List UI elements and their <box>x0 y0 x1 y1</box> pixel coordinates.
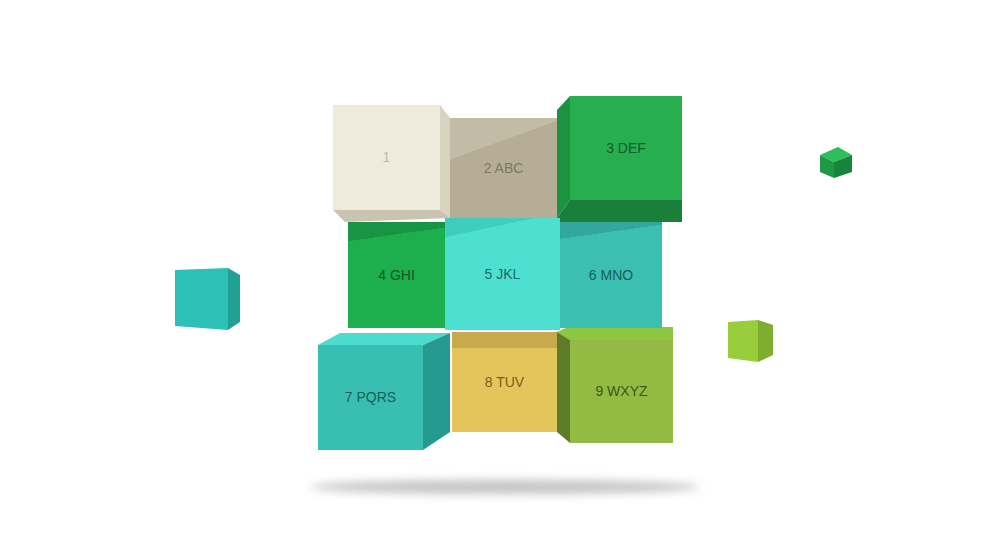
key-cube: 6 MNO <box>560 222 662 328</box>
key-label: 6 MNO <box>589 267 633 284</box>
floating-cube <box>820 155 834 178</box>
key-label: 9 WXYZ <box>595 383 647 400</box>
floating-cube <box>175 268 228 330</box>
cube-side <box>557 332 570 443</box>
key-label: 2 ABC <box>484 160 524 177</box>
floating-cube <box>228 268 240 330</box>
key-cube: 5 JKL <box>445 218 560 330</box>
key-label: 5 JKL <box>485 266 521 283</box>
key-cube: 9 WXYZ <box>570 340 673 443</box>
key-label: 1 <box>383 149 391 166</box>
key-cube: 3 DEF <box>570 96 682 200</box>
floating-cube <box>834 155 852 178</box>
key-cube: 2 ABC <box>450 118 557 218</box>
cube-side <box>423 333 450 450</box>
floating-cube <box>758 320 773 362</box>
ground-shadow <box>310 480 700 494</box>
key-cube: 1 <box>333 105 440 210</box>
key-cube: 8 TUV <box>452 332 557 432</box>
cube-side <box>557 96 570 218</box>
floating-cube <box>728 320 758 362</box>
key-label: 4 GHI <box>378 267 415 284</box>
key-cube: 7 PQRS <box>318 345 423 450</box>
cube-side <box>557 327 673 340</box>
key-cube: 4 GHI <box>348 222 445 328</box>
key-label: 7 PQRS <box>345 389 396 406</box>
cube-side <box>440 105 450 218</box>
cube-side <box>333 210 450 222</box>
cube-side <box>557 200 682 222</box>
key-label: 3 DEF <box>606 140 646 157</box>
key-label: 8 TUV <box>485 374 524 391</box>
